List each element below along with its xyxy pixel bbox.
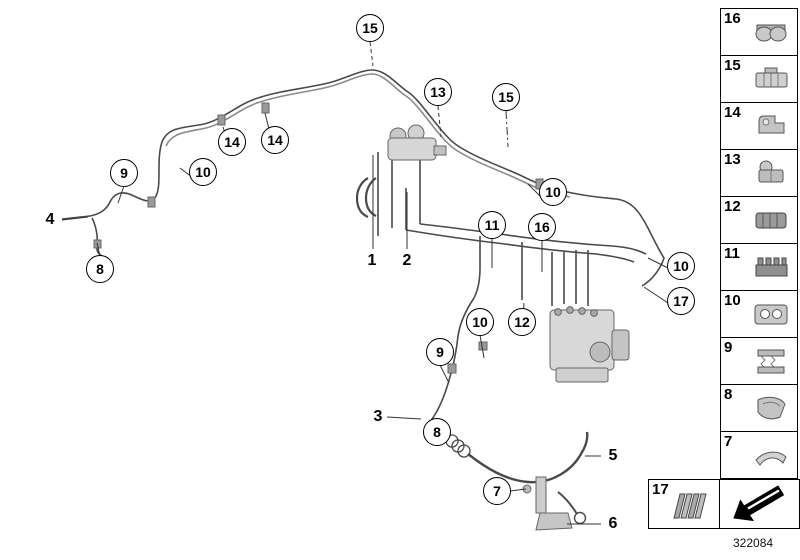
sidebar-cell-label: 12 [724,198,741,215]
sidebar-cell-label: 10 [724,292,741,309]
pipe-bundle-2 [405,229,635,263]
sidebar-cell-11[interactable]: 11 [720,243,798,291]
callout-9-mid[interactable]: 9 [426,338,454,366]
callout-11[interactable]: 11 [478,211,506,239]
callout-10-right[interactable]: 10 [667,252,695,280]
sidebar-cell-label: 15 [724,57,741,74]
sidebar-cell-label: 7 [724,433,733,450]
sidebar-cell-16[interactable]: 16 [720,8,798,56]
sidebar-cell-label: 11 [724,245,740,262]
part-label-6[interactable]: 6 [608,515,618,532]
callout-10-upper[interactable]: 10 [539,178,567,206]
part-label-5[interactable]: 5 [608,447,618,464]
callout-17[interactable]: 17 [667,287,695,315]
callout-8-mid[interactable]: 8 [423,418,451,446]
abs-unit [549,306,630,383]
pipe-parallel [165,73,571,198]
grommet-icon [755,212,787,229]
sidebar-cell-8[interactable]: 8 [720,384,798,432]
callout-15-right[interactable]: 15 [492,83,520,111]
figure-number: 322084 [733,536,774,550]
sidebar-cell-17[interactable]: 17 [648,479,720,529]
sidebar-cell-14[interactable]: 14 [720,102,798,150]
sidebar-cell-label: 14 [724,104,741,121]
callout-14-b[interactable]: 14 [261,126,289,154]
sidebar-cell-13[interactable]: 13 [720,149,798,197]
pipe-main [61,69,665,287]
leader-lines [61,41,669,525]
sidebar-cell-10[interactable]: 10 [720,290,798,338]
pipe-bundle-1 [419,223,647,255]
sidebar-cell-12[interactable]: 12 [720,196,798,244]
callout-12[interactable]: 12 [508,308,536,336]
callout-10-left[interactable]: 10 [189,158,217,186]
callout-14-a[interactable]: 14 [218,128,246,156]
part-label-2[interactable]: 2 [402,252,412,269]
sidebar-cell-label: 17 [652,481,669,498]
sidebar-cell-label: 13 [724,151,741,168]
callout-16[interactable]: 16 [528,213,556,241]
part-label-3[interactable]: 3 [373,408,383,425]
callout-9-left[interactable]: 9 [110,159,138,187]
part-label-1[interactable]: 1 [367,252,377,269]
sidebar-cell-9[interactable]: 9 [720,337,798,385]
callout-13[interactable]: 13 [424,78,452,106]
pipe-holder-icon [754,304,788,325]
sidebar-cell-label: 9 [724,339,733,356]
strap-icon [755,451,787,466]
comb-bracket-icon [755,257,788,277]
pipe-clamp-icon [755,24,787,42]
part-label-4[interactable]: 4 [45,211,55,228]
callout-7[interactable]: 7 [483,477,511,505]
hose-bracket [522,476,573,531]
brake-hose [467,431,589,484]
sidebar-cell-7[interactable]: 7 [720,431,798,479]
direction-arrow-icon [733,485,785,522]
direction-arrow-box[interactable] [719,479,800,529]
connector-block-icon [755,67,788,88]
round-clip-icon [758,160,784,183]
sidebar-cell-label: 8 [724,386,733,403]
ribbed-sleeve-icon [673,493,707,519]
pipe-branch-8 [91,217,103,257]
callout-15-top[interactable]: 15 [356,14,384,42]
callout-8-left[interactable]: 8 [86,255,114,283]
callout-10-mid[interactable]: 10 [466,308,494,336]
bracket-plate-icon [757,396,786,420]
parts-sidebar: 16 15 14 13 [720,8,798,479]
angle-clip-icon [758,115,785,134]
spring-clamp-icon [757,349,785,374]
sidebar-cell-label: 16 [724,10,741,27]
sidebar-cell-15[interactable]: 15 [720,55,798,103]
master-cylinder [387,124,447,161]
